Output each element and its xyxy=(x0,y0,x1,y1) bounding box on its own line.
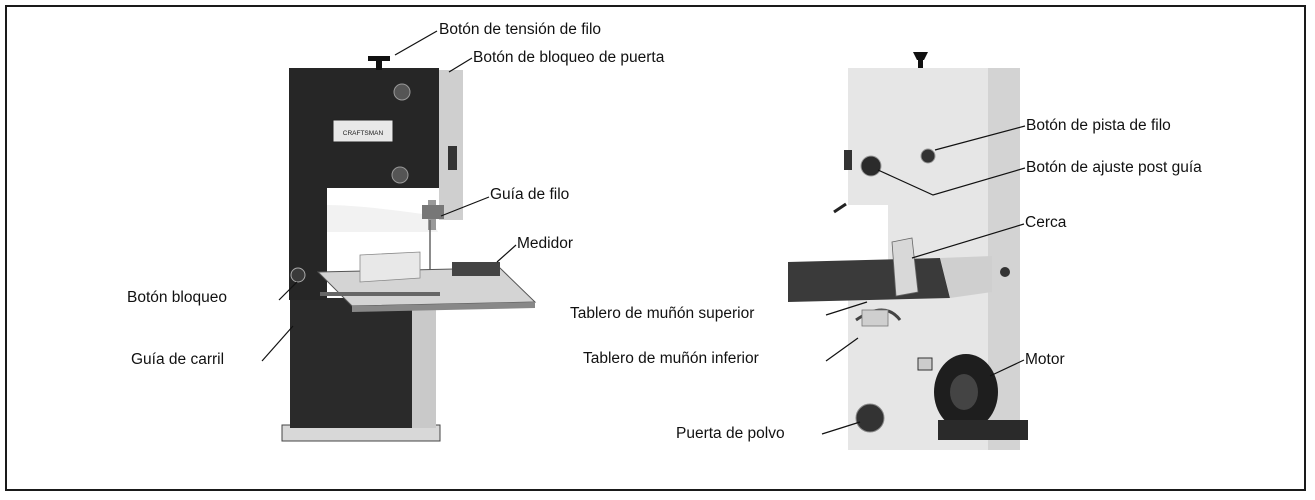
blade-guide xyxy=(422,205,444,219)
label-rail-guide: Guía de carril xyxy=(131,351,225,368)
label-motor: Motor xyxy=(1025,351,1065,368)
label-tension-knob: Botón de tensión de filo xyxy=(439,21,602,38)
leader-lower-trunnion xyxy=(825,337,859,362)
right-small-lever xyxy=(833,202,847,214)
leader-lock-knob xyxy=(278,281,298,301)
label-lock-knob: Botón bloqueo xyxy=(127,289,227,306)
right-fence xyxy=(891,237,919,297)
leader-tracking-knob xyxy=(934,125,1026,151)
power-switch xyxy=(917,357,933,371)
right-base xyxy=(938,420,1028,440)
figure-frame xyxy=(5,5,1306,491)
brand-plate xyxy=(332,119,394,143)
trunnion-scale xyxy=(861,309,889,327)
dust-door xyxy=(855,403,885,433)
label-lower-trunnion: Tablero de muñón inferior xyxy=(583,350,759,367)
leader-blade-guide xyxy=(440,196,490,217)
left-column xyxy=(289,188,327,300)
tension-knob xyxy=(368,56,390,61)
label-blade-tracking-knob: Botón de pista de filo xyxy=(1026,117,1171,134)
right-table xyxy=(788,258,950,302)
tension-knob-stem xyxy=(376,60,382,70)
leader-motor xyxy=(989,359,1025,377)
motor-hub xyxy=(950,374,978,410)
left-band-saw: CRAFTSMAN xyxy=(281,56,537,442)
label-guide-post-knob: Botón de ajuste post guía xyxy=(1026,159,1202,176)
left-lower-cabinet xyxy=(290,298,412,428)
right-tension-stem xyxy=(918,58,923,68)
lock-knob xyxy=(290,267,306,283)
door-lock-knob-upper xyxy=(393,83,411,101)
leader-upper-trunnion xyxy=(825,301,868,316)
left-throat xyxy=(327,205,438,232)
label-upper-trunnion: Tablero de muñón superior xyxy=(570,305,755,322)
left-table xyxy=(316,267,537,307)
brand-plate-text: CRAFTSMAN xyxy=(343,130,384,137)
rail xyxy=(320,292,440,296)
leader-door-lock xyxy=(448,57,473,73)
side-knob xyxy=(448,146,457,170)
leader-guide-post xyxy=(877,167,1026,196)
leader-fence xyxy=(911,223,1025,259)
label-door-lock-knob: Botón de bloqueo de puerta xyxy=(473,49,665,66)
left-housing-side xyxy=(439,70,463,220)
right-side-knob xyxy=(1000,267,1010,277)
label-blade-guide: Guía de filo xyxy=(490,186,570,203)
guide-post-knob xyxy=(860,155,882,177)
leader-gauge xyxy=(496,244,517,263)
right-table-side xyxy=(940,256,992,298)
right-band-saw xyxy=(788,52,1028,450)
left-table-edge xyxy=(352,302,535,312)
left-cabinet-side xyxy=(412,300,436,428)
label-dust-door: Puerta de polvo xyxy=(676,425,785,442)
miter-gauge xyxy=(452,262,500,276)
leader-dust-door xyxy=(821,421,861,435)
door-lock-knob-lower xyxy=(391,166,409,184)
blade-tracking-knob xyxy=(920,148,936,164)
right-tension-knob xyxy=(913,52,928,60)
right-throat xyxy=(848,205,888,267)
leader-rail-guide xyxy=(261,325,294,362)
label-fence: Cerca xyxy=(1025,214,1067,231)
leader-tension-knob xyxy=(394,30,438,56)
right-side-lever xyxy=(844,150,852,170)
label-gauge: Medidor xyxy=(517,235,573,252)
left-fence xyxy=(359,251,421,283)
leader-lines xyxy=(261,30,1026,435)
